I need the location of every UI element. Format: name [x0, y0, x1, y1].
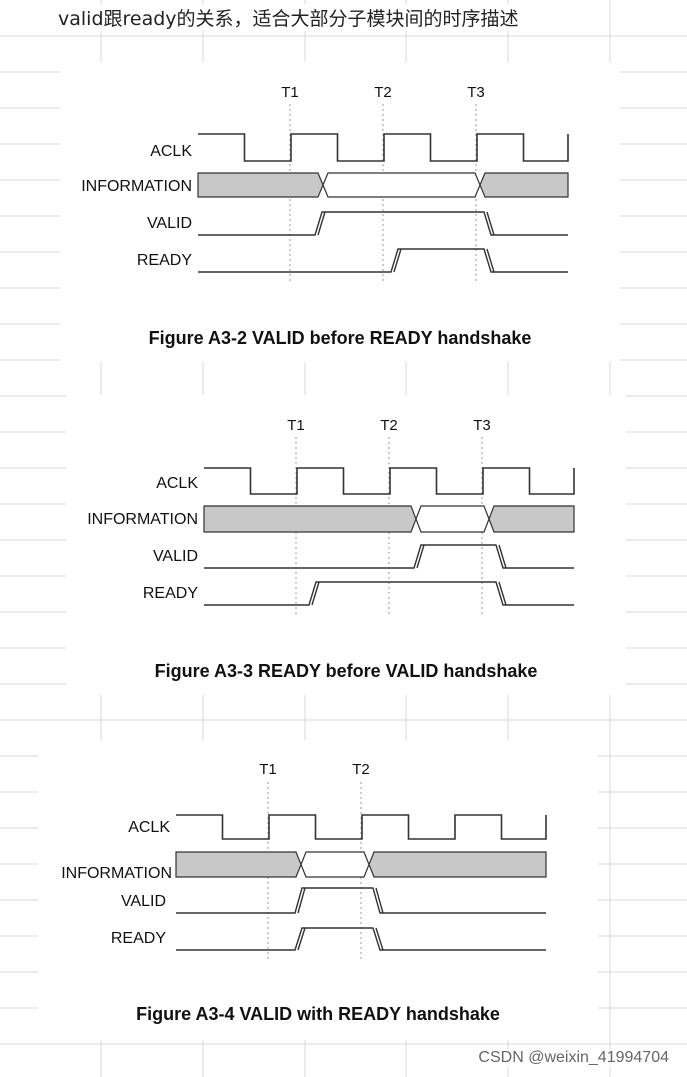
valid-waveform	[198, 211, 568, 236]
figure-caption-a3-4: Figure A3-4 VALID with READY handshake	[136, 1004, 500, 1024]
figure-a3-3: T1 T2 T3 ACLK INFORMATION VALID READY Fi…	[66, 395, 626, 695]
ready-waveform	[176, 927, 546, 951]
valid-waveform	[176, 887, 546, 914]
marker-t1: T1	[259, 761, 277, 778]
signal-label-information: INFORMATION	[87, 511, 198, 528]
valid-waveform	[204, 544, 574, 569]
signal-label-valid: VALID	[121, 893, 166, 910]
signal-label-ready: READY	[143, 585, 198, 602]
information-valid-segment	[322, 172, 481, 198]
waveforms-a3-2	[197, 104, 569, 284]
signal-label-ready: READY	[111, 930, 166, 947]
ready-waveform-edge	[297, 927, 384, 951]
figure-caption-a3-3: Figure A3-3 READY before VALID handshake	[154, 661, 538, 681]
aclk-waveform	[176, 814, 547, 840]
signal-label-information: INFORMATION	[61, 865, 172, 882]
figure-caption-a3-2: Figure A3-2 VALID before READY handshake	[148, 328, 532, 348]
figure-a3-2: T1 T2 T3 ACLK INFORMATION VALID READY Fi…	[60, 62, 620, 362]
valid-waveform-edge	[317, 211, 495, 236]
information-invalid-segment	[175, 851, 302, 878]
aclk-waveform	[204, 467, 575, 495]
information-valid-segment	[415, 505, 490, 533]
signal-label-ready: READY	[137, 252, 192, 269]
watermark: CSDN @weixin_41994704	[476, 1049, 671, 1067]
information-invalid-segment	[368, 851, 547, 878]
information-invalid-segment	[197, 172, 324, 198]
ready-waveform-edge	[393, 248, 495, 273]
marker-t3: T3	[473, 417, 491, 434]
marker-t3: T3	[467, 84, 485, 101]
information-invalid-segment	[479, 172, 569, 198]
signal-label-valid: VALID	[147, 215, 192, 232]
marker-t1: T1	[281, 84, 299, 101]
ready-waveform	[204, 581, 574, 606]
signal-label-aclk: ACLK	[150, 143, 192, 160]
information-invalid-segment	[203, 505, 417, 533]
signal-label-information: INFORMATION	[81, 178, 192, 195]
marker-t2: T2	[374, 84, 392, 101]
aclk-waveform	[198, 133, 569, 162]
figure-a3-4: T1 T2 ACLK INFORMATION VALID READY Figur…	[38, 740, 598, 1040]
valid-waveform-edge	[416, 544, 507, 569]
waveforms-a3-4	[175, 782, 547, 962]
timing-diagram-a3-3: T1 T2 T3 ACLK INFORMATION VALID READY	[87, 417, 575, 617]
ready-waveform-edge	[311, 581, 507, 606]
ready-waveform	[198, 248, 568, 273]
marker-t1: T1	[287, 417, 305, 434]
information-invalid-segment	[488, 505, 575, 533]
valid-waveform-edge	[297, 887, 384, 914]
signal-label-aclk: ACLK	[128, 819, 170, 836]
information-valid-segment	[300, 851, 370, 878]
marker-t2: T2	[352, 761, 370, 778]
signal-label-aclk: ACLK	[156, 475, 198, 492]
marker-t2: T2	[380, 417, 398, 434]
timing-diagram-a3-4: T1 T2 ACLK INFORMATION VALID READY	[61, 761, 547, 962]
signal-label-valid: VALID	[153, 548, 198, 565]
header-note: valid跟ready的关系，适合大部分子模块间的时序描述	[54, 4, 523, 31]
waveforms-a3-3	[203, 437, 575, 617]
timing-diagram-a3-2: T1 T2 T3 ACLK INFORMATION VALID READY	[81, 84, 569, 284]
